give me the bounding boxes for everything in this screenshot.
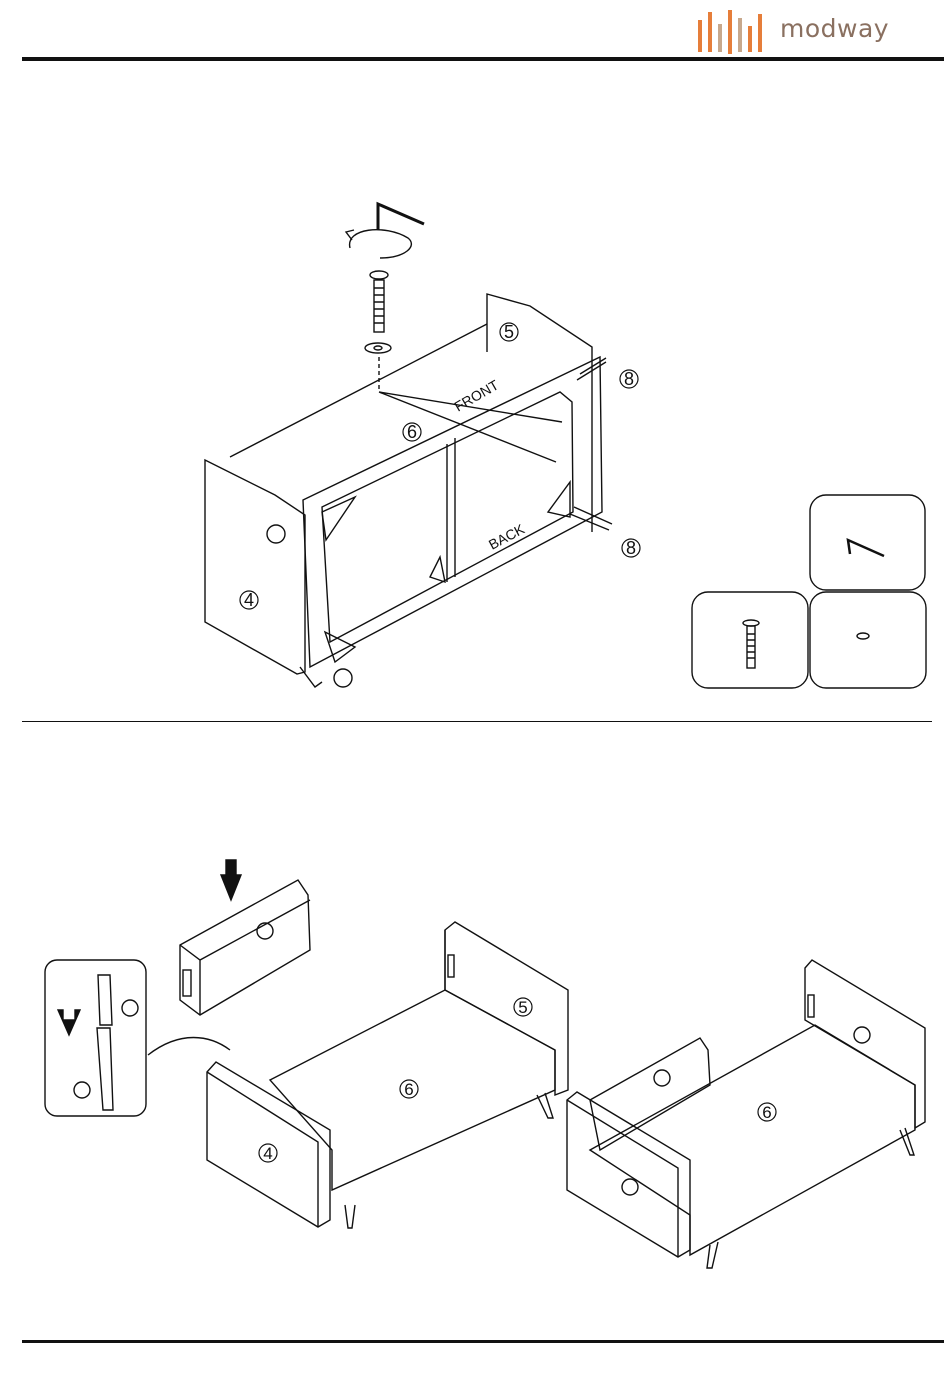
right-arm-panel: [487, 294, 592, 532]
part-label-right-arm-step2: 5: [518, 998, 527, 1017]
front-label: FRONT: [452, 376, 502, 414]
part-label-seat-left: 6: [404, 1080, 413, 1099]
part-label-leg-b: 8: [626, 538, 636, 558]
down-arrow-icon: [221, 860, 241, 900]
hardware-box-washer: [810, 592, 926, 688]
part-label-right-arm: 5: [504, 322, 514, 342]
down-arrow-small-icon: [58, 1010, 80, 1035]
step1-illustration: 5 6 4 8 8 FRONT BACK: [0, 62, 950, 722]
footer-rule: [22, 1340, 944, 1343]
bracket-detail-box: [45, 960, 146, 1116]
step2-illustration: 6 4 5 6: [0, 850, 950, 1290]
section-divider: [22, 721, 932, 722]
part-label-left-arm-step2: 4: [263, 1144, 272, 1163]
part-label-left-arm: 4: [244, 590, 254, 610]
seat-right: [590, 1025, 915, 1255]
logo-bars-icon: [695, 6, 780, 56]
hardware-box-allen-key: [810, 495, 925, 590]
bolt-icon: [370, 271, 388, 332]
rotate-arrow-icon: [350, 230, 412, 258]
part-label-seat: 6: [407, 422, 417, 442]
washer-icon: [365, 343, 391, 353]
part-label-leg-a: 8: [624, 369, 634, 389]
header-rule: [22, 57, 944, 61]
left-arm-panel: [205, 460, 305, 674]
brand-name: modway: [780, 14, 889, 43]
part-label-seat-right: 6: [762, 1103, 771, 1122]
right-arm-right-sofa: [805, 960, 925, 1128]
allen-key-icon: [378, 204, 424, 230]
right-arm-left-sofa: [445, 922, 568, 1095]
